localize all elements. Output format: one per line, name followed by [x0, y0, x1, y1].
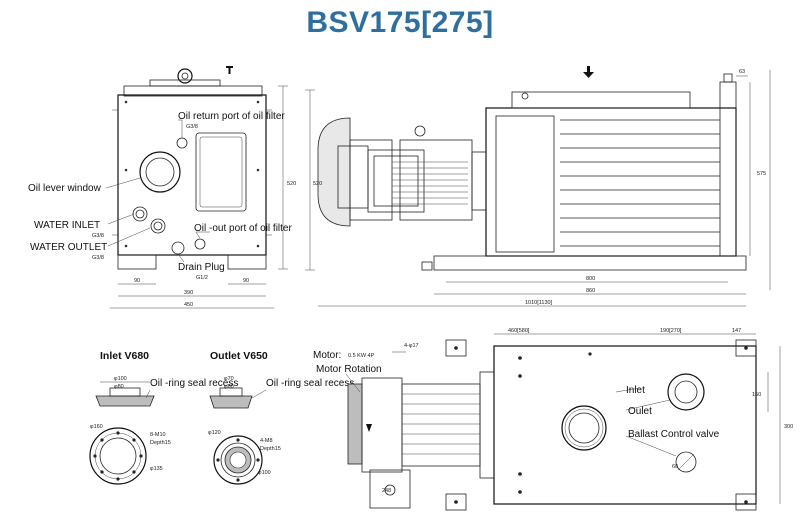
label-ballast-valve: Ballast Control valve: [628, 429, 720, 440]
top-view: Inlet Oulet Ballast Control valve Motor:…: [313, 328, 793, 511]
label-water-outlet: WATER OUTLET: [30, 242, 107, 253]
label-inlet-v: Inlet V680: [100, 350, 149, 362]
label-oil-out-port: Oil -out port of oil filter: [194, 223, 292, 234]
svg-text:0.5 KW 4P: 0.5 KW 4P: [348, 353, 375, 359]
dim-1010: 1010[1130]: [525, 300, 553, 306]
svg-text:Depth15: Depth15: [150, 440, 171, 446]
svg-text:φ120: φ120: [208, 430, 221, 436]
dim-90-right: 90: [243, 278, 249, 284]
svg-text:8-M10: 8-M10: [150, 432, 166, 438]
dim-460: 460[580]: [508, 328, 530, 334]
label-outlet: Oulet: [628, 406, 652, 417]
dim-g12-drain: G1/2: [196, 275, 208, 281]
svg-text:φ135: φ135: [150, 466, 163, 472]
label-inlet: Inlet: [626, 385, 645, 396]
svg-text:φ70: φ70: [224, 376, 234, 382]
dim-860: 860: [586, 288, 595, 294]
dim-g38-outlet: G3/8: [92, 255, 104, 261]
dim-g38-inlet: G3/8: [92, 233, 104, 239]
dim-248: 248: [382, 488, 391, 494]
dim-90-left: 90: [134, 278, 140, 284]
dim-150: 150: [752, 392, 761, 398]
label-outlet-v: Outlet V650: [210, 350, 268, 362]
dim-520: 520: [287, 181, 296, 187]
svg-text:4-M8: 4-M8: [260, 438, 273, 444]
label-oil-return-port: Oil return port of oil filter: [178, 111, 285, 122]
dim-4x17: 4-φ17: [404, 343, 419, 349]
svg-text:φ80: φ80: [224, 384, 234, 390]
dim-800: 800: [586, 276, 595, 282]
dim-300: 300: [784, 424, 793, 430]
label-drain-plug: Drain Plug: [178, 262, 225, 273]
label-motor: Motor:: [313, 350, 341, 361]
side-view: 520 575 63 800 860 1010[1130]: [305, 66, 771, 307]
label-motor-rotation: Motor Rotation: [316, 364, 382, 375]
flange-details: Inlet V680 Outlet V650 φ100 φ80 φ70 φ80 …: [89, 350, 354, 485]
front-view: 90 90 390 450 520 Oil return port of oil…: [28, 66, 296, 309]
label-oring-inlet: Oil -ring seal recess: [150, 378, 238, 389]
dim-63: 63: [739, 69, 745, 75]
label-oil-level-window: Oil lever window: [28, 183, 102, 194]
page-title: BSV175[275]: [306, 6, 494, 39]
svg-text:φ100: φ100: [258, 470, 271, 476]
dim-390: 390: [184, 290, 193, 296]
dim-147: 147: [732, 328, 741, 334]
dim-g38-return: G3/8: [186, 124, 198, 130]
dim-60: 60: [672, 464, 678, 470]
svg-text:φ80: φ80: [114, 384, 124, 390]
svg-text:Depth15: Depth15: [260, 446, 281, 452]
label-oring-outlet: Oil -ring seal recess: [266, 378, 354, 389]
label-water-inlet: WATER INLET: [34, 220, 100, 231]
dim-190: 190[270]: [660, 328, 682, 334]
svg-text:φ100: φ100: [114, 376, 127, 382]
svg-text:φ160: φ160: [90, 424, 103, 430]
dim-575: 575: [757, 171, 766, 177]
dim-450: 450: [184, 302, 193, 308]
dim-520-side: 520: [313, 181, 322, 187]
